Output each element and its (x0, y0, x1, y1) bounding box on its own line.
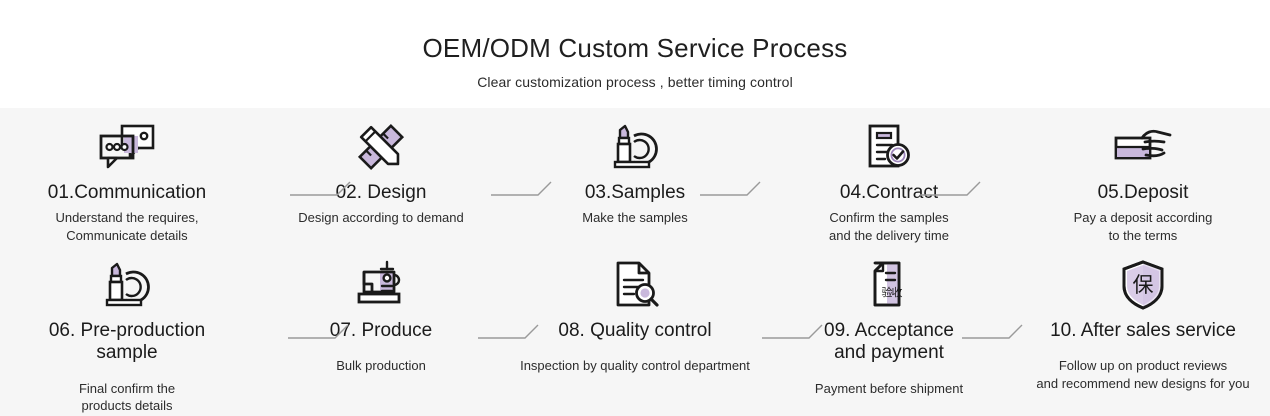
document-magnifier-icon (607, 256, 663, 314)
process-step-09[interactable]: 验 收 09. Acceptance and payment Payment b… (762, 256, 1016, 397)
step-title: 08. Quality control (558, 320, 712, 341)
lipstick-mirror-icon (99, 256, 155, 314)
document-check-icon (861, 118, 917, 176)
step-title: 01.Communication (47, 182, 207, 203)
step-title: 09. Acceptance and payment (824, 320, 954, 364)
process-step-03[interactable]: 03.Samples Make the samples (508, 118, 762, 227)
speech-bubbles-icon (96, 118, 158, 176)
step-description: Make the samples (582, 210, 688, 226)
svg-text:保: 保 (1133, 273, 1154, 297)
sewing-machine-icon (353, 256, 409, 314)
hand-cash-icon (1112, 118, 1174, 176)
ruler-pencil-icon (353, 118, 409, 176)
page-title: OEM/ODM Custom Service Process (422, 33, 848, 63)
process-step-04[interactable]: 04.Contract Confirm the samples and the … (762, 118, 1016, 245)
step-title: 04.Contract (839, 182, 939, 203)
step-description: Payment before shipment (814, 380, 964, 396)
step-description: Bulk production (336, 358, 426, 374)
process-step-02[interactable]: 02. Design Design according to demand (254, 118, 508, 227)
process-row-2: 06. Pre-production sample Final confirm … (0, 256, 1270, 415)
step-title: 06. Pre-production sample (48, 320, 206, 364)
step-title: 03.Samples (584, 182, 686, 203)
process-step-05[interactable]: 05.Deposit Pay a deposit according to th… (1016, 118, 1270, 245)
acceptance-document-icon: 验 收 (861, 256, 917, 314)
step-description: Pay a deposit according to the terms (1073, 210, 1213, 244)
svg-text:收: 收 (892, 285, 903, 299)
step-title: 05.Deposit (1097, 182, 1189, 203)
step-description: Confirm the samples and the delivery tim… (829, 210, 949, 244)
process-step-08[interactable]: 08. Quality control Inspection by qualit… (508, 256, 762, 375)
step-description: Final confirm the products details (78, 380, 176, 414)
step-title: 10. After sales service (1050, 320, 1236, 341)
process-step-07[interactable]: 07. Produce Bulk production (254, 256, 508, 375)
shield-guarantee-icon: 保 (1115, 256, 1171, 314)
svg-text:验: 验 (882, 285, 893, 299)
process-step-06[interactable]: 06. Pre-production sample Final confirm … (0, 256, 254, 415)
step-title: 02. Design (335, 182, 427, 203)
process-row-1: 01.Communication Understand the requires… (0, 118, 1270, 245)
page-header: OEM/ODM Custom Service Process Clear cus… (0, 0, 1270, 108)
page-subtitle: Clear customization process , better tim… (477, 73, 793, 90)
step-description: Design according to demand (298, 210, 464, 226)
step-title: 07. Produce (329, 320, 433, 341)
process-step-10[interactable]: 保 10. After sales service Follow up on p… (1016, 256, 1270, 393)
step-description: Understand the requires, Communicate det… (55, 210, 199, 244)
step-description: Inspection by quality control department (520, 358, 750, 374)
lipstick-compact-icon (607, 118, 663, 176)
step-description: Follow up on product reviews and recomme… (1036, 358, 1250, 392)
process-step-01[interactable]: 01.Communication Understand the requires… (0, 118, 254, 245)
process-section: 01.Communication Understand the requires… (0, 108, 1270, 416)
